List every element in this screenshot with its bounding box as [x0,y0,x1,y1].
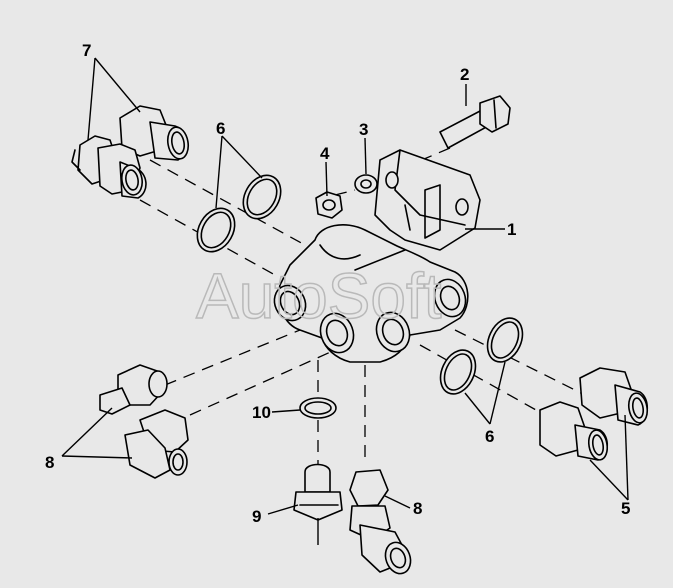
leader-lines [61,57,629,545]
callout-8-left: 8 [45,453,54,472]
straight-fittings-part-5 [539,367,649,461]
watermark-text: AutoSoft [196,260,442,332]
assembly-axis-lines [139,147,586,468]
elbow-fitting-part-8-bottom [349,469,412,575]
callout-6-top: 6 [216,119,225,138]
callout-10: 10 [252,403,271,422]
callout-8-bottom: 8 [413,499,422,518]
bolt-part-2 [439,95,511,149]
callout-1: 1 [507,220,516,239]
nut-part-4 [315,191,343,219]
callout-5: 5 [621,499,630,518]
callout-7: 7 [82,41,91,60]
callout-9: 9 [252,507,261,526]
callout-numbers: 7 6 3 4 2 1 10 8 6 5 9 8 [45,41,630,526]
sealing-rings-part-6 [196,174,524,395]
sealing-ring-part-10 [299,397,337,419]
callout-6-right: 6 [485,427,494,446]
valve-body-part-1 [273,149,481,363]
straight-fitting-part-9 [293,463,343,521]
straight-fittings-part-7 [71,105,190,199]
callout-2: 2 [460,65,469,84]
callout-3: 3 [359,120,368,139]
washer-part-3 [354,174,378,194]
elbow-fittings-part-8-left [99,364,189,479]
callout-4: 4 [320,144,330,163]
